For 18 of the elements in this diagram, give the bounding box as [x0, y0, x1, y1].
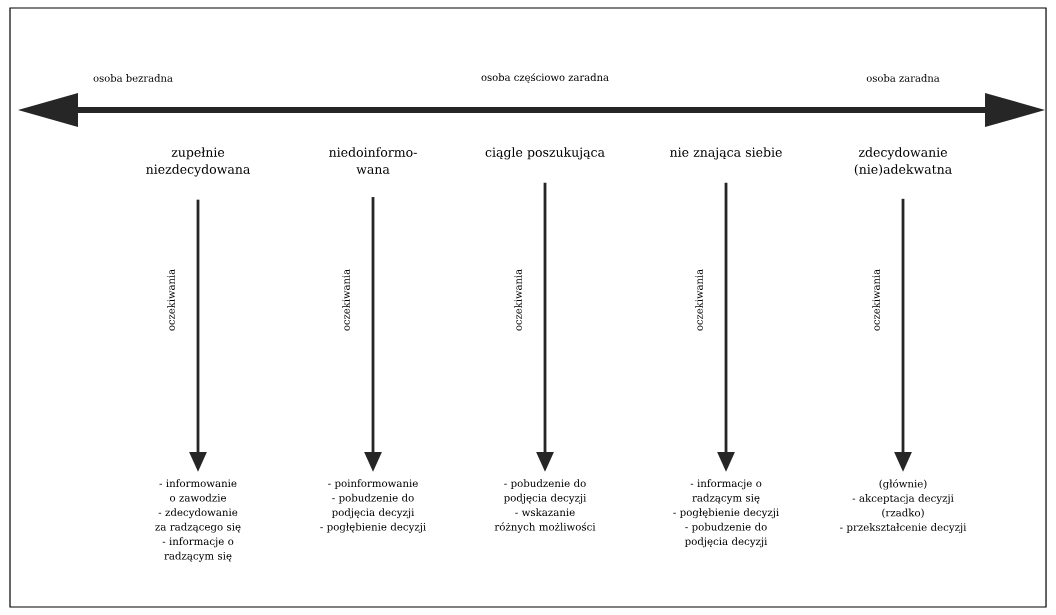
scale-label: osoba zaradna: [866, 74, 940, 82]
edge-label: oczekiwania: [166, 267, 176, 333]
category-text: niedoinformo- wana: [329, 147, 417, 174]
scale-label: osoba częściowo zaradna: [481, 73, 609, 83]
scale-label: osoba bezradna: [93, 74, 173, 82]
expectation-list: (głównie) - akceptacja decyzji (rzadko) - przekształcenie decyzji: [840, 479, 967, 534]
category-text: zupełnie niezdecydowana: [146, 147, 250, 177]
category-text: ciągle poszukująca: [485, 147, 605, 160]
expectation-list: - informowanie o zawodzie - zdecydowanie za radzącego się - informacje o radzącym się: [155, 479, 241, 562]
expectation-list: - pobudzenie do podjęcia decyzji - wskazanie różnych możliwości: [494, 479, 596, 533]
edge-label: oczekiwania: [513, 267, 523, 333]
expectation-list: - informacje o radzącym się - pogłębienie decyzji - pobudzenie do podjęcia decyzji: [673, 479, 779, 548]
edge-label: oczekiwania: [694, 267, 704, 333]
edge-label: oczekiwania: [871, 267, 881, 333]
edge-label: oczekiwania: [341, 267, 351, 333]
category-text: zdecydowanie (nie)adekwatna: [854, 147, 952, 176]
expectation-list: - poinformowanie - pobudzenie do podjęcia decyzji - pogłębienie decyzji: [320, 479, 426, 533]
category-text: nie znająca siebie: [670, 147, 782, 160]
